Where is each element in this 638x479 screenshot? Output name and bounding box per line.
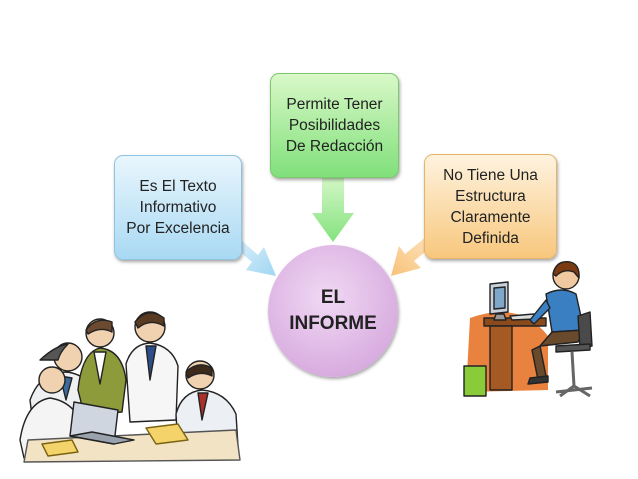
node-top-line-1: Permite Tener <box>286 96 383 113</box>
node-top-line-2: Posibilidades <box>288 117 381 134</box>
node-right-box: No Tiene Una Estructura Claramente Defin… <box>424 154 557 259</box>
node-left-line-2: Informativo <box>139 199 217 216</box>
person-at-computer-illustration <box>463 261 593 398</box>
center-line-2: INFORME <box>289 313 377 334</box>
arrow-top-to-center <box>312 176 354 242</box>
node-left-line-1: Es El Texto <box>139 178 217 195</box>
node-right-line-3: Claramente <box>450 208 531 226</box>
center-node-circle: EL INFORME <box>268 245 398 377</box>
node-top-line-3: De Redacción <box>285 138 384 155</box>
center-line-1: EL <box>320 287 346 308</box>
node-right-line-4: Definida <box>462 229 519 247</box>
node-left-line-3: Por Excelencia <box>126 220 230 237</box>
node-right-line-1: No Tiene Una <box>443 166 538 184</box>
office-team-illustration <box>19 311 241 463</box>
node-right-line-2: Estructura <box>455 187 526 205</box>
node-left-box: Es El Texto Informativo Por Excelencia <box>114 155 242 260</box>
node-top-box: Permite Tener Posibilidades De Redacción <box>270 73 399 178</box>
